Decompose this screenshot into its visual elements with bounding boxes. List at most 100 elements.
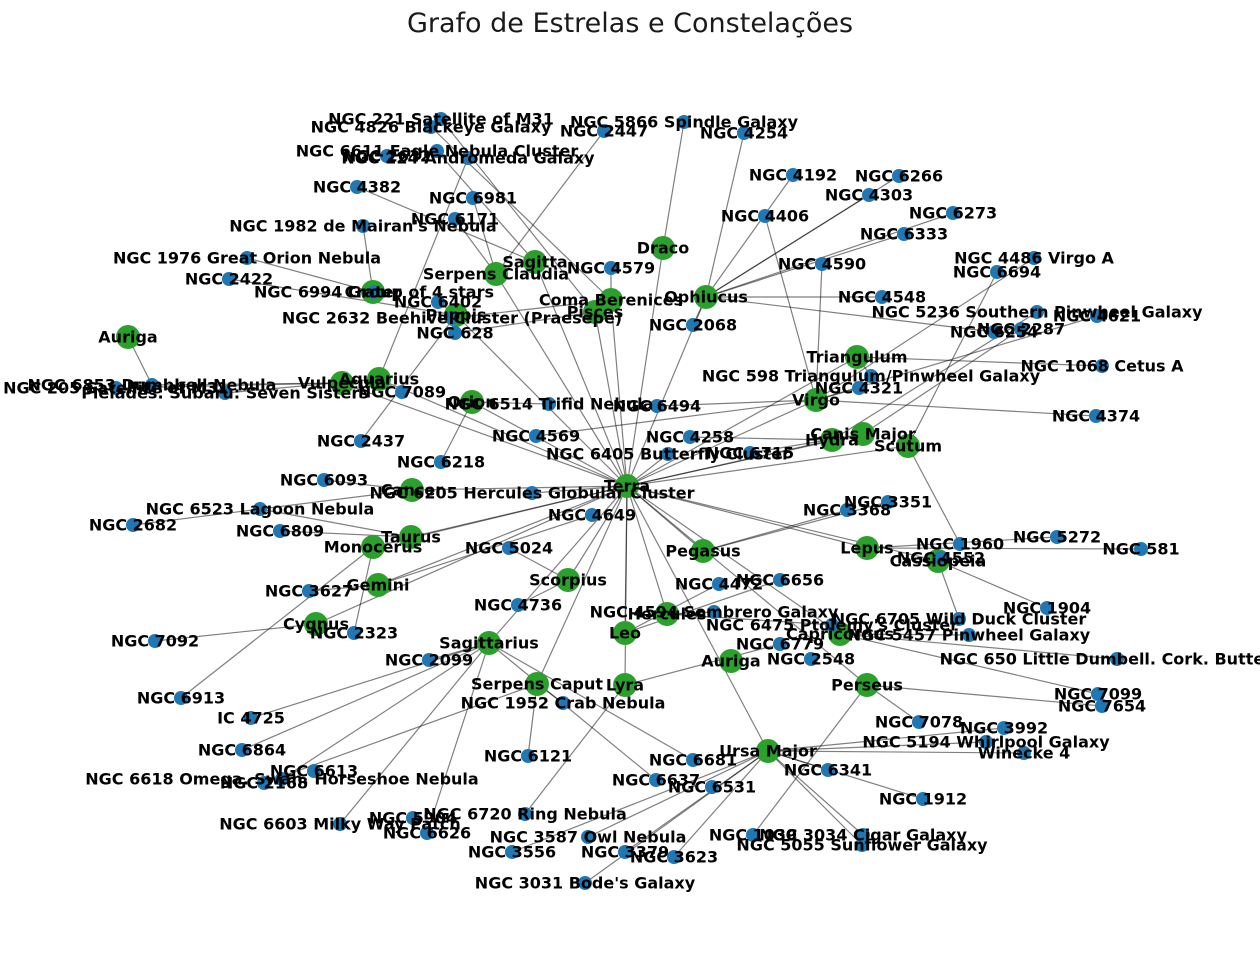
node-ngc-3368-92[interactable] xyxy=(840,503,854,517)
node-ngc-4649-91[interactable] xyxy=(585,508,599,522)
node-lyra-33[interactable] xyxy=(613,673,637,697)
node-ophiucus-6[interactable] xyxy=(694,285,718,309)
node-gemini-21[interactable] xyxy=(366,573,390,597)
node-ngc-5236-southern-pinwheel-galaxy-63[interactable] xyxy=(1030,305,1044,319)
node-cygnus-27[interactable] xyxy=(304,612,328,636)
node-ngc-6681-123[interactable] xyxy=(686,753,700,767)
node-ngc-3587-owl-nebula-139[interactable] xyxy=(581,830,595,844)
node-virgo-14[interactable] xyxy=(804,388,828,412)
node-ngc-6475-ptolemy-s-cluster-108[interactable] xyxy=(825,618,839,632)
node-ngc-6994-group-of-4-stars-60[interactable] xyxy=(367,285,381,299)
node-ngc-221-satellite-of-m31-36[interactable] xyxy=(434,112,448,126)
node-ngc-6853-dumbbell-nebula-74[interactable] xyxy=(145,378,159,392)
node-ngc-3627-99[interactable] xyxy=(302,584,316,598)
node-ngc-6494-78[interactable] xyxy=(650,399,664,413)
node-ngc-6405-butterfly-cluster-84[interactable] xyxy=(661,447,675,461)
node-ngc-6981-48[interactable] xyxy=(466,191,480,205)
node-ngc-5194-whirlpool-galaxy-124[interactable] xyxy=(979,735,993,749)
node-ngc-2287-66[interactable] xyxy=(1014,322,1028,336)
node-sagitta-2[interactable] xyxy=(523,250,547,274)
node-pegasus-22[interactable] xyxy=(691,539,715,563)
node-ic-4725-117[interactable] xyxy=(244,711,258,725)
node-ngc-6121-122[interactable] xyxy=(521,749,535,763)
node-aquarius-11[interactable] xyxy=(367,367,391,391)
node-ngc-3351-89[interactable] xyxy=(881,495,895,509)
node-serpens-caput-32[interactable] xyxy=(525,672,549,696)
node-ngc-2682-90[interactable] xyxy=(126,518,140,532)
node-ngc-4374-79[interactable] xyxy=(1089,409,1103,423)
node-ngc-1952-crab-nebula-115[interactable] xyxy=(556,696,570,710)
node-ngc-2447-39[interactable] xyxy=(597,124,611,138)
node-ngc-3031-bode-s-galaxy-144[interactable] xyxy=(578,876,592,890)
node-lepus-23[interactable] xyxy=(855,536,879,560)
node-scorpius-25[interactable] xyxy=(556,568,580,592)
node-ngc-6611-eagle-nebula-cluster-41[interactable] xyxy=(430,144,444,158)
node-ngc-6720-ring-nebula-134[interactable] xyxy=(518,807,532,821)
node-ngc-7089-76[interactable] xyxy=(395,385,409,399)
node-ngc-6705-wild-duck-cluster-107[interactable] xyxy=(952,612,966,626)
node-ngc-6613-126[interactable] xyxy=(307,764,321,778)
node-hydra-15[interactable] xyxy=(820,428,844,452)
node-ngc-4192-44[interactable] xyxy=(786,168,800,182)
node-ngc-3556-141[interactable] xyxy=(505,845,519,859)
node-ngc-2632-43[interactable] xyxy=(380,149,394,163)
node-ngc-7654-118[interactable] xyxy=(1095,699,1109,713)
node-ngc-2068-69[interactable] xyxy=(686,318,700,332)
node-ngc-4621-64[interactable] xyxy=(1090,309,1104,323)
node-ngc-4303-47[interactable] xyxy=(862,188,876,202)
node-canis-major-16[interactable] xyxy=(851,422,875,446)
node-ngc-5457-pinwheel-galaxy-109[interactable] xyxy=(962,628,976,642)
node-ngc-4548-61[interactable] xyxy=(875,290,889,304)
node-triangulum-13[interactable] xyxy=(845,345,869,369)
node-ngc-6779-110[interactable] xyxy=(773,637,787,651)
node-ngc-6254-67[interactable] xyxy=(987,325,1001,339)
node-sagittarius-28[interactable] xyxy=(477,631,501,655)
node-ngc-6402-62[interactable] xyxy=(431,295,445,309)
node-ngc-6864-121[interactable] xyxy=(235,743,249,757)
node-ngc-4258-82[interactable] xyxy=(683,430,697,444)
node-ngc-6637-129[interactable] xyxy=(649,773,663,787)
node-ngc-6333-53[interactable] xyxy=(897,227,911,241)
node-ngc-7078-119[interactable] xyxy=(912,715,926,729)
node-ngc-5024-96[interactable] xyxy=(502,541,516,555)
node-ngc-598-triangulum-pinwheel-galaxy-71[interactable] xyxy=(864,369,878,383)
node-taurus-19[interactable] xyxy=(399,525,423,549)
node-pisces-7[interactable] xyxy=(583,300,607,324)
node-ngc-1039-137[interactable] xyxy=(746,828,760,842)
node-ngc-1068-cetus-a-70[interactable] xyxy=(1095,359,1109,373)
node-ngc-4590-55[interactable] xyxy=(815,257,829,271)
node-ngc-3992-120[interactable] xyxy=(997,721,1011,735)
node-auriga-30[interactable] xyxy=(719,649,743,673)
node-ngc-4569-81[interactable] xyxy=(529,429,543,443)
node-ngc-4594-sombrero-galaxy-106[interactable] xyxy=(707,605,721,619)
node-scutum-17[interactable] xyxy=(896,434,920,458)
node-ngc-1982-de-mairan-s-nebula-52[interactable] xyxy=(356,219,370,233)
node-ngc-4406-50[interactable] xyxy=(758,209,772,223)
node-ngc-628-68[interactable] xyxy=(448,326,462,340)
node-orion-12[interactable] xyxy=(460,390,484,414)
node-terra-0[interactable] xyxy=(615,474,639,498)
node-ngc-581-97[interactable] xyxy=(1134,542,1148,556)
node-ngc-6913-114[interactable] xyxy=(174,691,188,705)
node-ngc-7099-116[interactable] xyxy=(1091,687,1105,701)
node-ngc-4254-40[interactable] xyxy=(737,126,751,140)
node-ngc-7092-103[interactable] xyxy=(148,634,162,648)
node-auriga-9[interactable] xyxy=(116,325,140,349)
node-hercules-26[interactable] xyxy=(655,602,679,626)
node-ngc-1960-94[interactable] xyxy=(953,537,967,551)
node-ngc-4486-virgo-a-56[interactable] xyxy=(1027,251,1041,265)
node-ngc-6171-51[interactable] xyxy=(448,212,462,226)
node-leo-29[interactable] xyxy=(613,621,637,645)
node-ngc-4736-105[interactable] xyxy=(511,598,525,612)
node-ngc-6603-milky-way-patch-133[interactable] xyxy=(333,817,347,831)
node-ngc-6531-131[interactable] xyxy=(705,780,719,794)
node-ngc-6523-lagoon-nebula-88[interactable] xyxy=(253,502,267,516)
node-ngc-205-satellite-of-m31-73[interactable] xyxy=(109,381,123,395)
node-ngc-6626-136[interactable] xyxy=(420,826,434,840)
node-ngc-6715-83[interactable] xyxy=(743,446,757,460)
node-ngc-6694-58[interactable] xyxy=(990,265,1004,279)
node-ngc-5055-sunflower-galaxy-140[interactable] xyxy=(855,838,869,852)
node-ngc-6514-trifid-nebula-77[interactable] xyxy=(542,397,556,411)
node-ngc-224-andromeda-galaxy-42[interactable] xyxy=(461,151,475,165)
node-ngc-1976-great-orion-nebula-54[interactable] xyxy=(240,251,254,265)
